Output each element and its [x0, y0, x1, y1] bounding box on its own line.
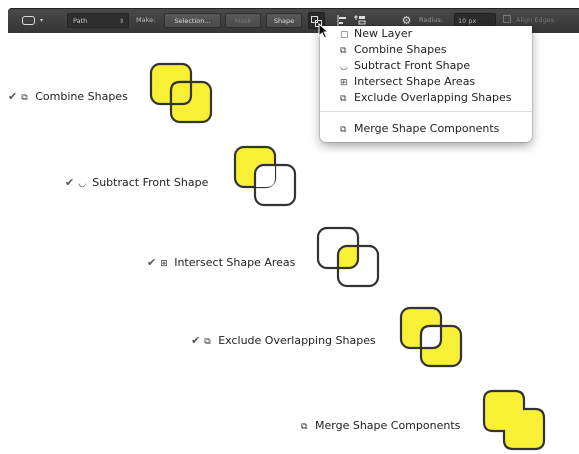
shape-tool-preset-button[interactable]: ▾ [22, 13, 50, 28]
path-arrangement-button[interactable] [352, 12, 369, 29]
make-selection-button[interactable]: Selection... [164, 13, 221, 28]
demo-label-subtract-front-shape: ✔◡Subtract Front Shape [65, 176, 209, 189]
merge-shape-components-icon: ⧉ [340, 125, 347, 135]
tool-mode-select[interactable]: Path ⇕ [67, 13, 129, 28]
mouse-cursor-icon [318, 23, 330, 39]
checkmark-icon: ✔ [147, 256, 157, 269]
menu-item-merge-shape-components[interactable]: ⧉Merge Shape Components [340, 121, 499, 137]
subtract-front-shape-icon: ◡ [340, 62, 348, 72]
checkbox-icon [503, 15, 511, 23]
rounded-rectangle-icon [22, 16, 35, 25]
intersect-shape-areas-illustration [316, 226, 380, 288]
subtract-front-shape-icon: ◡ [78, 179, 87, 189]
make-mask-button[interactable]: Mask [225, 13, 261, 28]
checkmark-icon: ✔ [65, 176, 75, 189]
arrange-icon [354, 15, 366, 25]
align-icon [337, 15, 346, 26]
checkmark-icon: ✔ [191, 334, 201, 347]
merge-shape-components-icon: ⧉ [301, 422, 308, 432]
intersect-shape-areas-icon: ⊞ [340, 78, 348, 88]
exclude-overlapping-shapes-icon: ⧉ [340, 94, 347, 104]
updown-arrows-icon: ⇕ [118, 18, 124, 25]
subtract-front-shape-illustration [233, 145, 297, 207]
exclude-overlapping-shapes-icon: ⧉ [204, 337, 211, 347]
align-edges-checkbox[interactable]: Align Edges [503, 13, 554, 28]
options-toolbar: ▾ Path ⇕ Make: Selection... Mask Shape ⚙… [8, 8, 579, 33]
merge-shape-components-illustration [482, 389, 546, 451]
path-alignment-button[interactable] [334, 12, 351, 29]
menu-separator [320, 111, 532, 112]
make-label: Make: [136, 16, 156, 24]
menu-item-combine-shapes[interactable]: ⧉Combine Shapes [340, 42, 447, 58]
intersect-shape-areas-icon: ⊞ [160, 259, 168, 269]
menu-item-exclude-overlapping-shapes[interactable]: ⧉Exclude Overlapping Shapes [340, 90, 512, 106]
demo-label-exclude-overlapping-shapes: ✔⧉Exclude Overlapping Shapes [191, 334, 376, 347]
new-layer-icon: ▢ [340, 30, 349, 40]
demo-label-merge-shape-components: ⧉Merge Shape Components [301, 419, 461, 432]
make-shape-button[interactable]: Shape [266, 13, 302, 28]
exclude-overlapping-shapes-illustration [399, 306, 463, 368]
menu-item-subtract-front-shape[interactable]: ◡Subtract Front Shape [340, 58, 470, 74]
demo-label-combine-shapes: ✔⧉Combine Shapes [8, 90, 128, 103]
demo-label-intersect-shape-areas: ✔⊞Intersect Shape Areas [147, 256, 296, 269]
menu-item-intersect-shape-areas[interactable]: ⊞Intersect Shape Areas [340, 74, 475, 90]
radius-label: Radius: [419, 16, 443, 24]
path-operations-menu: ▢New Layer ⧉Combine Shapes ◡Subtract Fro… [320, 26, 532, 142]
gear-icon[interactable]: ⚙ [401, 14, 412, 27]
chevron-down-icon: ▾ [40, 17, 44, 24]
checkmark-icon: ✔ [8, 90, 18, 103]
combine-shapes-icon: ⧉ [340, 46, 347, 56]
path-operations-button[interactable] [308, 12, 325, 29]
combine-shapes-illustration [149, 62, 213, 124]
combine-shapes-icon: ⧉ [21, 93, 28, 103]
menu-item-new-layer[interactable]: ▢New Layer [340, 26, 412, 42]
